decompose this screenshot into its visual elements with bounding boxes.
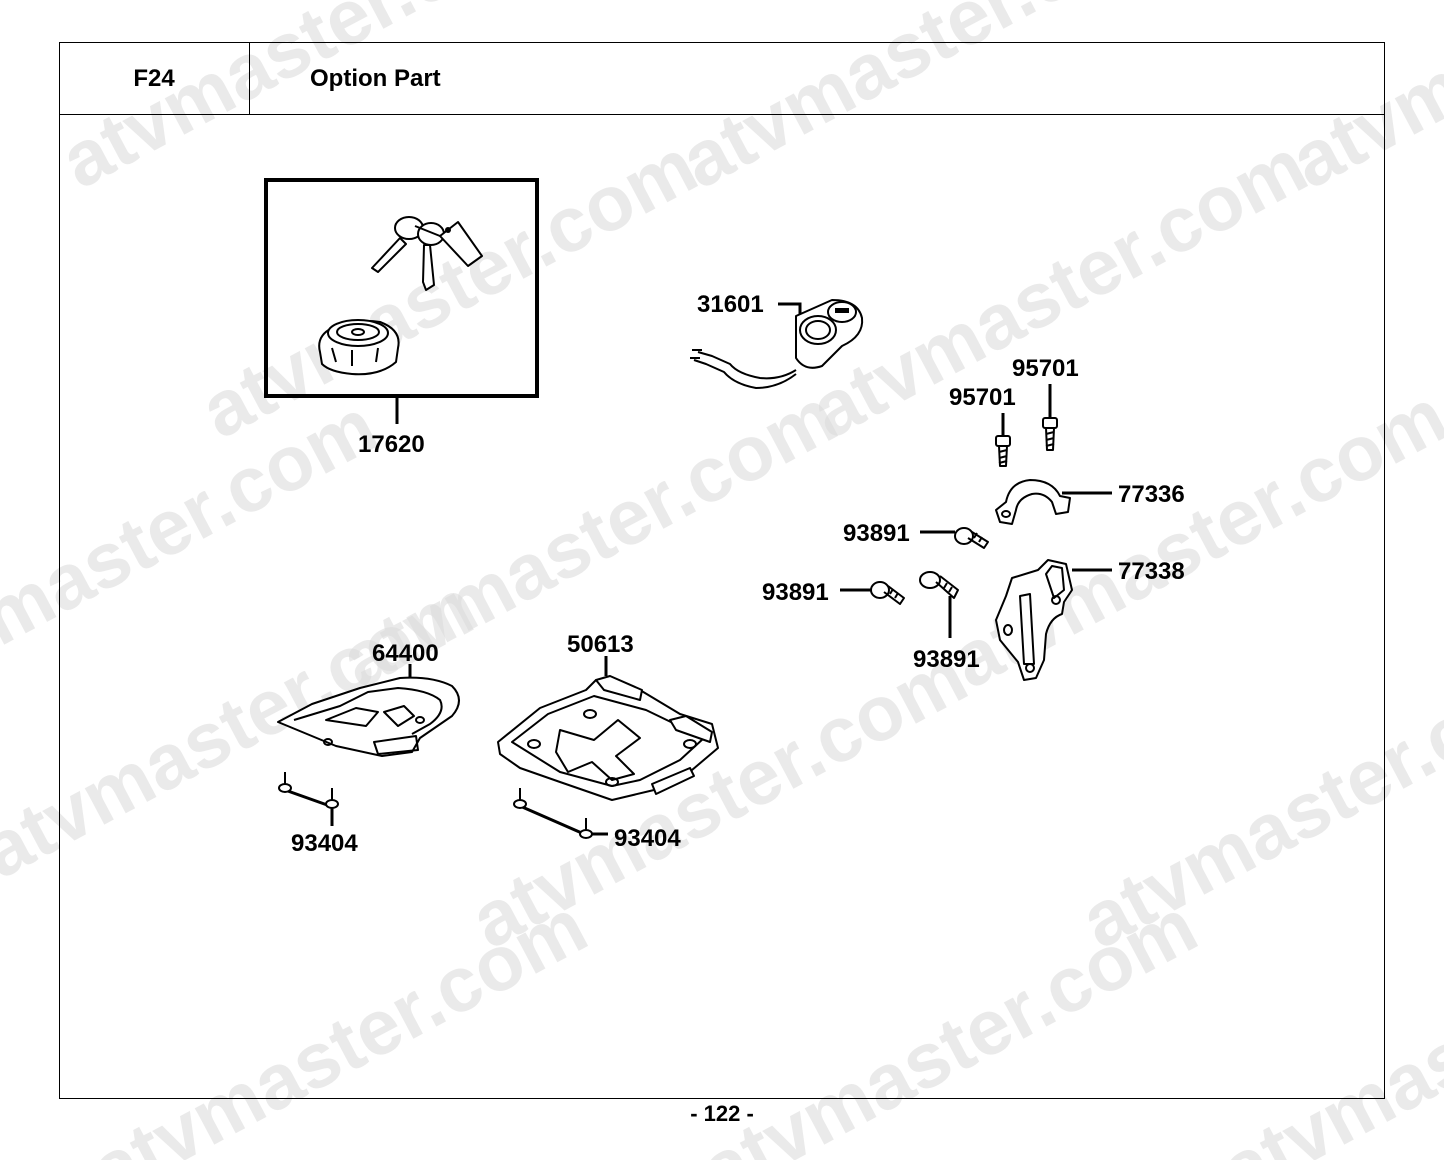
bolt-93891-a-icon [920,527,989,549]
part-labels: 17620 31601 95701 95701 77336 93891 7733… [291,291,1185,857]
fuel-cap-icon [318,319,400,376]
part-number-77336: 77336 [1118,481,1185,508]
bolt-93891-c-icon [919,571,959,638]
bracket-77338-icon [995,559,1112,681]
part-number-93404: 93404 [614,825,681,852]
part-number-50613: 50613 [567,631,634,658]
part-number-95701: 95701 [949,384,1016,411]
part-number-93891: 93891 [913,646,980,673]
ignition-switch-illustration [690,299,864,389]
bolt-95701-b-icon [1042,384,1058,451]
keys-icon [371,216,483,291]
part-number-95701: 95701 [1012,355,1079,382]
page-number: - 122 - [690,1101,754,1126]
plate-64400-icon [277,664,460,757]
part-number-77338: 77338 [1118,558,1185,585]
lock-set-illustration [264,178,539,424]
clamp-77336-icon [995,479,1112,525]
screw-93404-b-icon [513,788,608,839]
tray-50613-icon [497,656,719,801]
bolt-95701-a-icon [995,413,1011,467]
part-number-93404: 93404 [291,830,358,857]
part-number-31601: 31601 [697,291,764,318]
bolt-93891-b-icon [840,581,905,605]
page-title: Option Part [310,64,441,92]
part-number-17620: 17620 [358,431,425,458]
page-frame [59,42,1385,1099]
part-number-64400: 64400 [372,640,439,667]
header-divider [59,114,1385,115]
section-code: F24 [59,42,250,115]
screw-93404-a-icon [278,772,339,826]
part-number-93891: 93891 [762,579,829,606]
part-number-93891: 93891 [843,520,910,547]
